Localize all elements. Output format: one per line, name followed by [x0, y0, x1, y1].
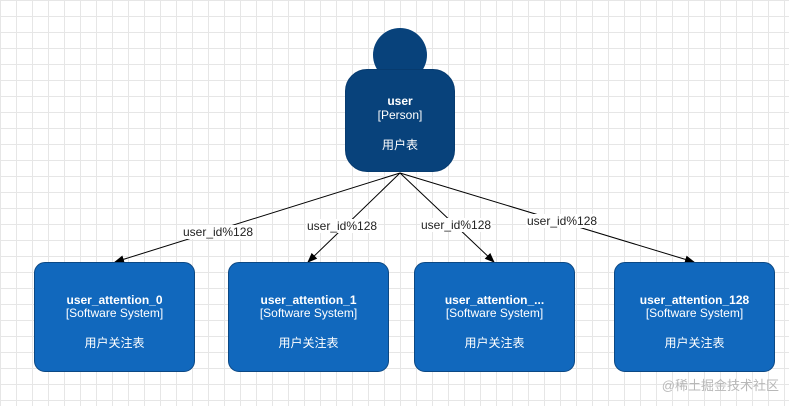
system-type: [Software System] [259, 306, 358, 320]
edge-label-2: user_id%128 [420, 218, 493, 232]
system-type: [Software System] [445, 306, 544, 320]
edge-line-1 [307, 172, 401, 263]
person-node-user[interactable]: user [Person] 用户表 [345, 69, 455, 172]
system-name: user_attention_1 [260, 293, 357, 307]
edge-label-3: user_id%128 [526, 214, 599, 228]
system-description: 用户关注表 [664, 336, 725, 350]
system-name: user_attention_... [444, 293, 545, 307]
person-name: user [387, 94, 413, 108]
system-name: user_attention_128 [639, 293, 750, 307]
system-node-2[interactable]: user_attention_... [Software System] 用户关… [414, 262, 575, 372]
system-node-1[interactable]: user_attention_1 [Software System] 用户关注表 [228, 262, 389, 372]
system-description: 用户关注表 [278, 336, 339, 350]
edge-label-0: user_id%128 [182, 225, 255, 239]
edge-line-2 [399, 172, 495, 263]
person-type: [Person] [377, 108, 423, 122]
system-description: 用户关注表 [464, 336, 525, 350]
system-type: [Software System] [645, 306, 744, 320]
edge-label-1: user_id%128 [306, 219, 379, 233]
system-node-3[interactable]: user_attention_128 [Software System] 用户关… [614, 262, 775, 372]
person-description: 用户表 [381, 138, 418, 152]
system-type: [Software System] [65, 306, 164, 320]
watermark: @稀土掘金技术社区 [661, 378, 779, 393]
edge-line-0 [114, 172, 401, 264]
system-description: 用户关注表 [84, 336, 145, 350]
system-node-0[interactable]: user_attention_0 [Software System] 用户关注表 [34, 262, 195, 372]
system-name: user_attention_0 [66, 293, 163, 307]
